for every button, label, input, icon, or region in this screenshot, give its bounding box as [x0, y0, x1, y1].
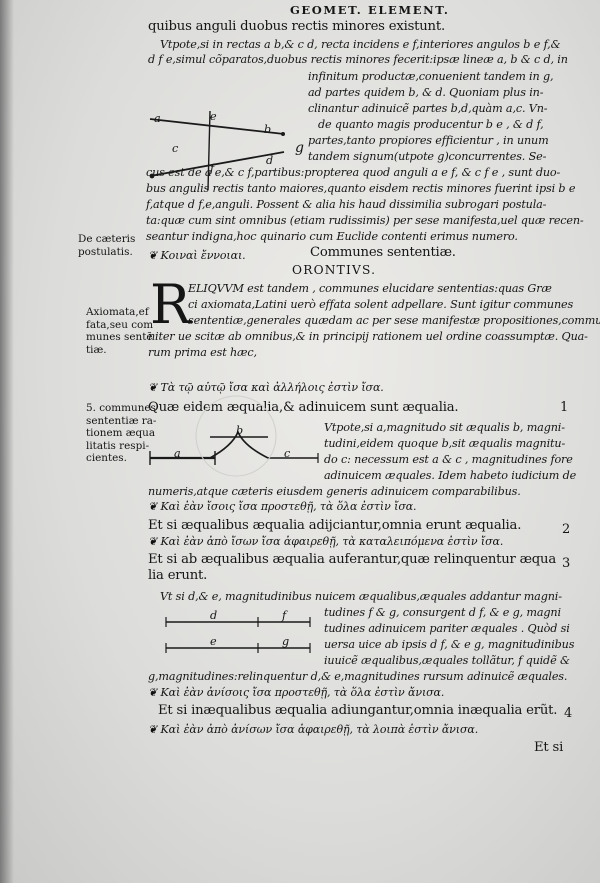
margin-note-line: 5. communes [86, 402, 156, 414]
leaf-ornament-icon: ❦ [148, 535, 158, 548]
leaf-ornament-icon: ❦ [148, 249, 158, 262]
greek-axiom: ❦ Τὰ τῷ αὐτῷ ἴσα καὶ ἀλλήλοις ἐστὶν ἴσα. [148, 381, 384, 394]
text-line: Vtpote,si a,magnitudo sit æqualis b, mag… [324, 421, 565, 434]
margin-note-line: fata,seu com [86, 318, 154, 331]
text-line: tandem signum(utpote g)concurrentes. Se- [308, 150, 547, 163]
margin-note-line: cientes. [86, 452, 127, 465]
greek-axiom-text: Καὶ ἐὰν ἀπὸ ἴσων ἴσα ἀφαιρεθῇ, τὰ καταλε… [160, 535, 504, 548]
text-line: infinitum productæ,conuenient tandem in … [308, 70, 554, 83]
figure-label: e [210, 635, 217, 648]
figure-label: b [236, 424, 244, 437]
margin-note-line: sententiæ ra- [86, 414, 157, 427]
margin-note-line: tiæ. [86, 343, 107, 356]
greek-heading-text: Κοιναὶ ἔννοιαι. [160, 249, 246, 262]
figure-label: a [174, 447, 181, 460]
text-line: tudines f & g, consurgent d f, & e g, ma… [324, 606, 561, 619]
axiom-text: Et si æqualibus æqualia adijciantur,omni… [148, 518, 522, 533]
greek-axiom-text: Καὶ ἐὰν ἀνίσοις ἴσα προστεθῇ, τὰ ὅλα ἐστ… [160, 686, 445, 699]
margin-note-equality: 5. communes sententiæ ra- tionem æqua li… [86, 402, 156, 465]
catchword: Et si [534, 740, 564, 755]
greek-axiom: ❦ Καὶ ἐὰν ἀπὸ ἴσων ἴσα ἀφαιρεθῇ, τὰ κατα… [148, 535, 503, 548]
margin-note-postulates: De cæteris postulatis. [78, 233, 135, 258]
greek-axiom: ❦ Καὶ ἐὰν ἴσοις ἴσα προστεθῇ, τὰ ὅλα ἐστ… [148, 500, 417, 513]
text-line: niter ue scitæ ab omnibus,& in principij… [148, 330, 588, 343]
axiom-number: 3 [562, 556, 571, 571]
figure-label: d [266, 154, 274, 167]
text-line: uersa uice ab ipsis d f, & e g, magnitud… [324, 638, 575, 651]
figure-label: a [154, 112, 161, 125]
text-line: tudines adinuicem pariter æquales . Quòd… [324, 622, 570, 635]
text-line: ad partes quidem b, & d. Quoniam plus in… [308, 86, 544, 99]
greek-axiom: ❦ Καὶ ἐὰν ἀπὸ ἀνίσων ἴσα ἀφαιρεθῇ, τὰ λο… [148, 723, 478, 736]
drop-cap: R [150, 273, 191, 336]
axiom-number: 2 [562, 522, 571, 537]
margin-note-line: litatis respi- [86, 439, 150, 452]
text-line: Vt si d,& e, magnitudinibus nuicem æqual… [160, 590, 562, 603]
leaf-ornament-icon: ❦ [148, 500, 158, 513]
text-line: f,atque d f,e,anguli. Possent & alia his… [146, 198, 547, 211]
text-line: cus est de a e,& c f,partibus:propterea … [146, 166, 561, 179]
margin-note-line: De cæteris [78, 233, 136, 245]
text-line: ta:quæ cum sint omnibus (etiam rudissimi… [146, 214, 584, 227]
text-line: clinantur adinuicẽ partes b,d,quàm a,c. … [308, 102, 548, 115]
text-line: bus angulis rectis tanto maiores,quanto … [146, 182, 576, 195]
margin-note-line: tionem æqua [86, 427, 156, 440]
axiom-text: Quæ eidem æqualia,& adinuicem sunt æqual… [148, 400, 459, 415]
greek-axiom-text: Καὶ ἐὰν ἀπὸ ἀνίσων ἴσα ἀφαιρεθῇ, τὰ λοιπ… [160, 723, 479, 736]
margin-note-line: Axiomata,ef [86, 306, 149, 318]
axiom-text: Et si ab æqualibus æqualia auferantur,qu… [148, 552, 557, 567]
text-line: g,magnitudines:relinquentur d,& e,magnit… [148, 670, 568, 683]
text-line: tudini,eidem quoque b,sit æqualis magnit… [324, 437, 566, 450]
text-line: numeris,atque cæteris eiusdem generis ad… [148, 485, 521, 498]
greek-axiom: ❦ Καὶ ἐὰν ἀνίσοις ἴσα προστεθῇ, τὰ ὅλα ἐ… [148, 686, 444, 699]
section-heading: Communes sententiæ. [310, 245, 456, 260]
margin-note-line: postulatis. [78, 245, 133, 258]
text-line: iuuicẽ æqualibus,æquales tollãtur, f qui… [324, 654, 570, 667]
text-line: do c: necessum est a & c , magnitudines … [324, 453, 573, 466]
margin-note-axiomata: Axiomata,ef fata,seu com munes sentẽ tiæ… [86, 306, 153, 356]
text-line: sententiæ,generales quædam ac per sese m… [188, 314, 600, 327]
figure-label: c [172, 142, 179, 155]
figure-label: b [264, 123, 272, 136]
author-heading: ORONTIVS. [292, 263, 377, 277]
running-head: GEOMET. ELEMENT. [290, 3, 450, 17]
axiom-number: 1 [560, 400, 569, 415]
leaf-ornament-icon: ❦ [148, 686, 158, 699]
text-line: quibus anguli duobus rectis minores exis… [148, 19, 445, 34]
axiom-number: 4 [564, 706, 573, 721]
axiom-text: lia erunt. [148, 568, 208, 583]
figure-label: f [210, 162, 214, 175]
text-line: seantur indigna,hoc quinario cum Euclide… [146, 230, 518, 243]
axiom-text: Et si inæqualibus æqualia adiungantur,om… [158, 703, 558, 718]
figure-label: g [282, 635, 290, 648]
figure-label: c [284, 447, 291, 460]
text-line: Vtpote,si in rectas a b,& c d, recta inc… [160, 38, 561, 51]
figure-label: f [282, 609, 286, 622]
greek-axiom-text: Τὰ τῷ αὐτῷ ἴσα καὶ ἀλλήλοις ἐστὶν ἴσα. [160, 381, 384, 394]
figure-label: e [210, 110, 217, 123]
text-line: d f e,simul cõparatos,duobus rectis mino… [148, 53, 568, 66]
text-line: de quanto magis producentur b e , & d f, [318, 118, 544, 131]
greek-axiom-text: Καὶ ἐὰν ἴσοις ἴσα προστεθῇ, τὰ ὅλα ἐστὶν… [160, 500, 417, 513]
margin-note-line: munes sentẽ [86, 331, 153, 344]
leaf-ornament-icon: ❦ [148, 723, 158, 736]
page-gutter-shadow [0, 0, 14, 883]
text-line: rum prima est hæc, [148, 346, 257, 359]
text-line: adinuicem æquales. Idem habeto iudicium … [324, 469, 577, 482]
figure-label: g [295, 140, 304, 156]
text-line: partes,tanto propiores efficientur , in … [308, 134, 549, 147]
text-line: ELIQVVM est tandem , communes elucidare … [188, 282, 552, 295]
text-line: ci axiomata,Latini uerò effata solent ad… [188, 298, 574, 311]
figure-label: d [210, 609, 218, 622]
greek-heading: ❦ Κοιναὶ ἔννοιαι. [148, 249, 246, 262]
leaf-ornament-icon: ❦ [148, 381, 158, 394]
